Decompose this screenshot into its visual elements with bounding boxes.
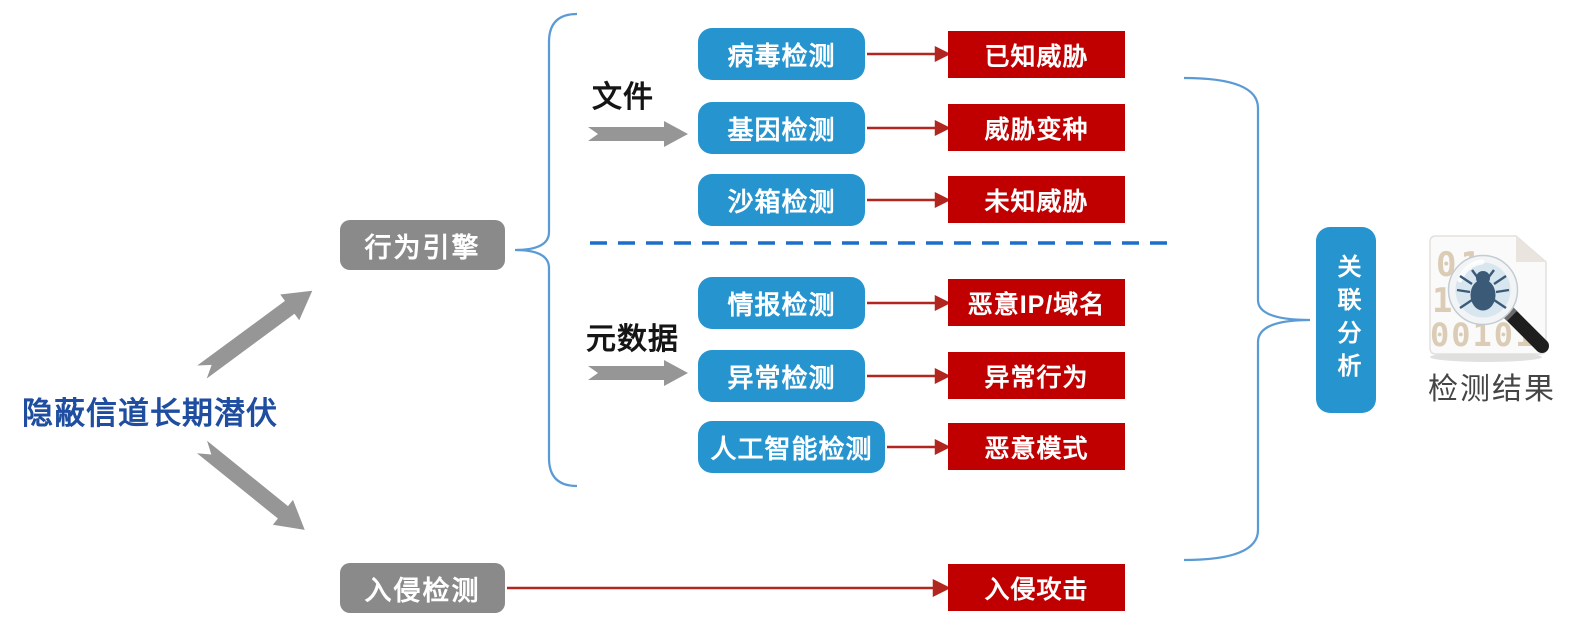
result-box-malicious-pattern: 恶意模式	[948, 423, 1125, 470]
detection-result-icon: 01 101 00101	[1420, 232, 1570, 364]
engine-box-ai: 人工智能检测	[698, 421, 885, 473]
arrow-to-intrusion-detection	[196, 440, 305, 530]
detection-result-caption: 检测结果	[1428, 373, 1556, 406]
result-box-intrusion-attack: 入侵攻击	[948, 564, 1125, 611]
engine-box-sandbox: 沙箱检测	[698, 174, 865, 226]
result-box-abnormal-behavior: 异常行为	[948, 352, 1125, 399]
result-box-variant: 威胁变种	[948, 104, 1125, 151]
behavior-engine-box: 行为引擎	[340, 220, 505, 270]
metadata-group-label: 元数据	[586, 323, 679, 356]
behavior-engine-label: 行为引擎	[364, 232, 481, 263]
intrusion-detection-box: 入侵检测	[340, 563, 505, 613]
magnifier-handle	[1501, 305, 1549, 353]
intrusion-detection-label: 入侵检测	[364, 575, 481, 606]
engine-box-intel: 情报检测	[698, 277, 865, 329]
arrow-to-behavior-engine	[197, 290, 313, 379]
metadata-group-arrow	[588, 360, 688, 386]
threat-title: 隐蔽信道长期潜伏	[22, 396, 278, 431]
result-box-known-threat: 已知威胁	[948, 31, 1125, 78]
correlation-analysis-label: 关联分析	[1333, 254, 1360, 386]
engine-box-virus: 病毒检测	[698, 28, 865, 80]
magnifier-lens-edge	[1447, 254, 1519, 326]
right-brace	[1183, 76, 1311, 562]
page-fold-corner	[1516, 236, 1546, 262]
result-box-malicious-ip: 恶意IP/域名	[948, 279, 1125, 326]
result-box-unknown-threat: 未知威胁	[948, 176, 1125, 223]
file-group-label: 文件	[592, 81, 654, 114]
engine-box-anomaly: 异常检测	[698, 350, 865, 402]
left-brace	[514, 12, 578, 488]
engine-box-gene: 基因检测	[698, 102, 865, 154]
correlation-analysis-box: 关联分析	[1316, 227, 1376, 413]
file-group-arrow	[588, 121, 688, 147]
bug-body	[1470, 279, 1496, 311]
